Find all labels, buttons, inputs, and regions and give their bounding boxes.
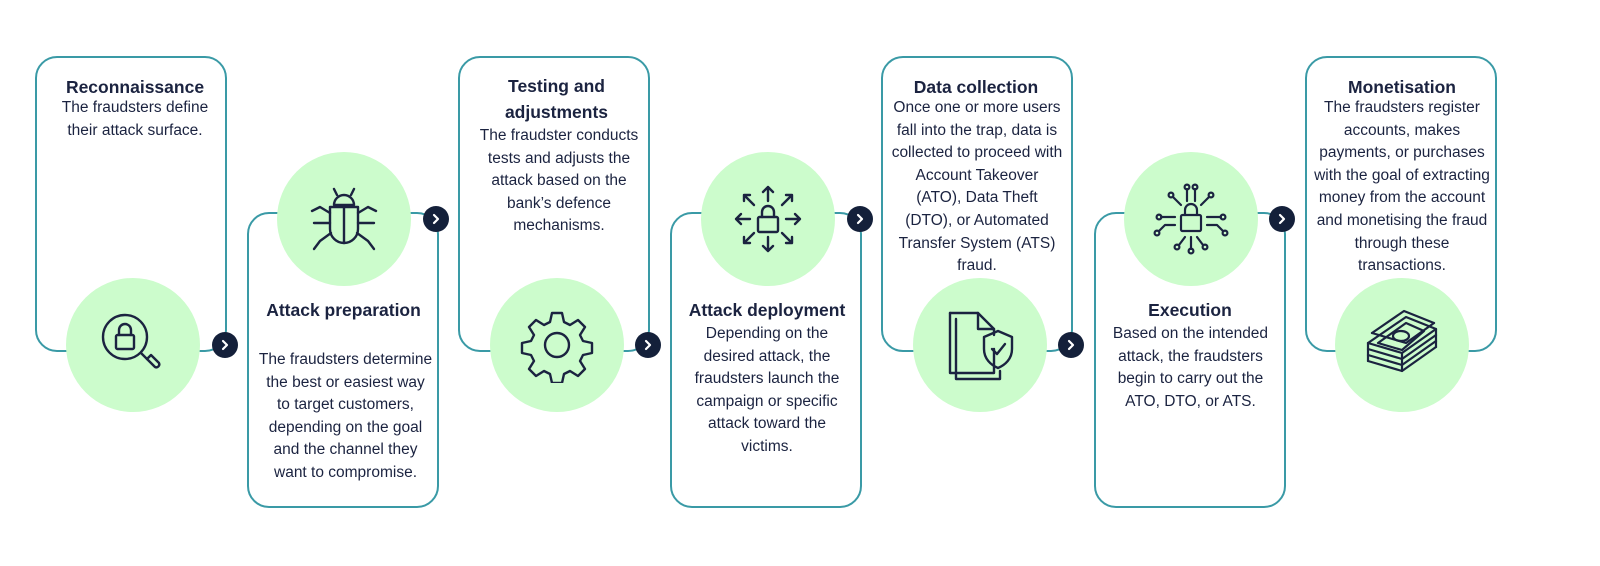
bug-icon (310, 187, 378, 251)
step-title: Testing and adjustments (504, 76, 609, 122)
next-arrow-icon (1058, 332, 1084, 358)
step-description: The fraudsters register accounts, makes … (1314, 99, 1490, 275)
step-icon-circle (701, 152, 835, 286)
next-arrow-icon (423, 206, 449, 232)
step-description: Once one or more users fall into the tra… (891, 99, 1063, 275)
step-description: The fraudster conducts tests and adjusts… (479, 127, 639, 235)
step-title: Monetisation (1348, 77, 1456, 97)
step-description: The fraudsters determine the best or eas… (258, 351, 433, 481)
gear-icon (520, 311, 594, 383)
next-arrow-icon (212, 332, 238, 358)
step-title: Reconnaissance (65, 77, 205, 97)
step-icon-circle (277, 152, 411, 286)
step-title: Attack preparation (266, 300, 421, 320)
lock-arrows-icon (734, 185, 802, 253)
money-stack-icon (1366, 309, 1438, 373)
step-box-data-collection (881, 56, 1073, 352)
step-title: Attack deployment (688, 300, 846, 320)
next-arrow-icon (847, 206, 873, 232)
step-icon-circle (490, 278, 624, 412)
next-arrow-icon (1269, 206, 1295, 232)
step-icon-circle (913, 278, 1047, 412)
step-icon-circle (1335, 278, 1469, 412)
step-description: Depending on the desired attack, the fra… (694, 325, 840, 455)
step-description: The fraudsters define their attack surfa… (61, 99, 209, 139)
step-box-attack-deployment (670, 212, 862, 508)
step-title: Execution (1148, 300, 1232, 320)
step-title: Data collection (913, 77, 1039, 97)
step-icon-circle (1124, 152, 1258, 286)
document-shield-icon (948, 311, 1014, 381)
step-icon-circle (66, 278, 200, 412)
next-arrow-icon (635, 332, 661, 358)
step-description: Based on the intended attack, the frauds… (1112, 325, 1269, 410)
search-lock-icon (101, 313, 161, 369)
circuit-lock-icon (1153, 183, 1229, 255)
